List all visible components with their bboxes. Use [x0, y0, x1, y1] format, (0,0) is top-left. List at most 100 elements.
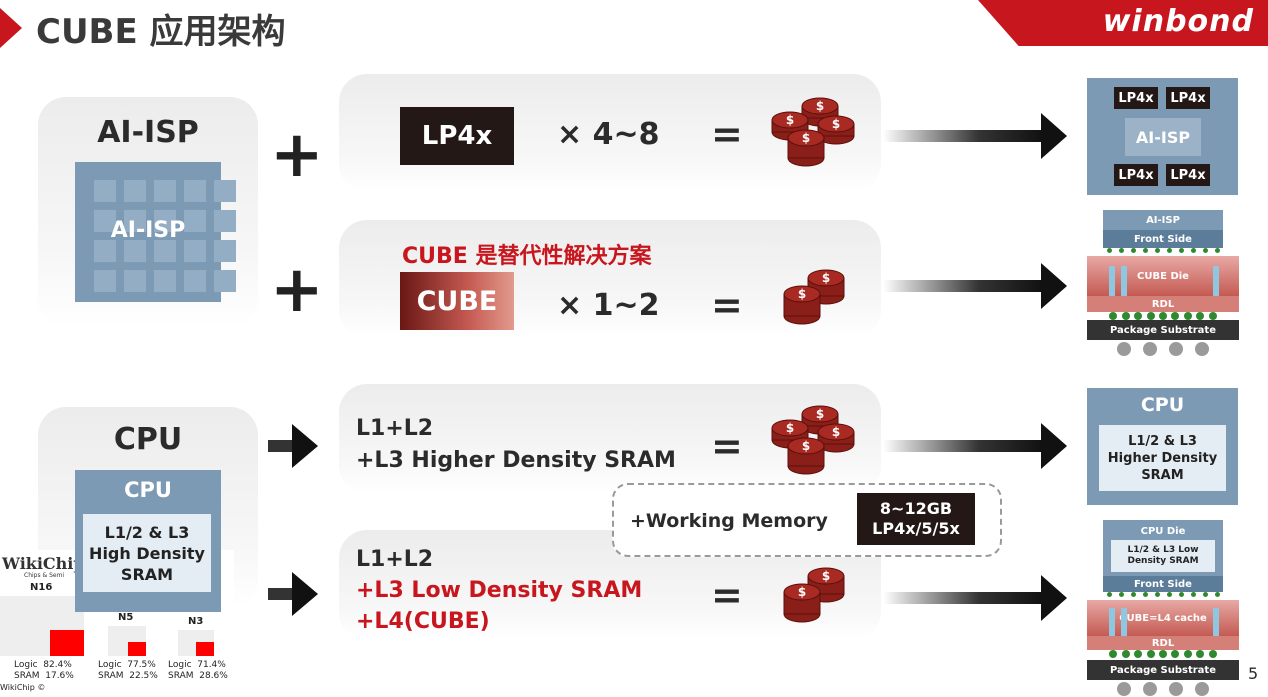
row4-line1: L1+L2	[356, 547, 434, 572]
arrow-row1-head	[1041, 113, 1067, 159]
wikichip-copyright: WikiChip ©	[0, 683, 46, 692]
cpu-die-block: CPU Die L1/2 & L3 Low Density SRAM	[1103, 520, 1223, 578]
ai-isp-chip: AI-ISP	[75, 162, 236, 302]
micro-bumps-top	[1103, 248, 1223, 254]
node-label-n3: N3	[188, 616, 204, 627]
cpu-result-line1: L1/2 & L3	[1128, 433, 1197, 449]
svg-text:$: $	[816, 99, 824, 113]
svg-text:$: $	[822, 271, 830, 285]
n16-sram: SRAM 17.6%	[14, 671, 74, 681]
arrow-row4-bar	[883, 592, 1043, 604]
cube-headline: CUBE 是替代性解决方案	[402, 244, 652, 269]
ai-isp-label: AI-ISP	[97, 115, 199, 150]
arrow-row2-bar	[883, 280, 1043, 292]
multiplier-4-8: × 4~8	[557, 117, 660, 152]
row3-line1: L1+L2	[356, 416, 434, 441]
ai-isp-lp4x-package: LP4x LP4x AI-ISP LP4x LP4x	[1087, 78, 1238, 195]
node-label-n5: N5	[118, 612, 134, 623]
equals-2: =	[711, 283, 743, 327]
cpu-die-sram-line2: Density SRAM	[1127, 556, 1199, 566]
svg-text:$: $	[832, 117, 840, 131]
solder-bumps-4	[1107, 650, 1219, 658]
cpu-sram-line2-overlay: High Density	[89, 543, 205, 563]
stack-ai-isp: AI-ISP	[1103, 210, 1223, 230]
equals-1: =	[711, 112, 743, 156]
micro-bumps-top-4	[1103, 592, 1223, 598]
ball-grid	[1111, 342, 1215, 356]
lp4x-block-4: LP4x	[1166, 164, 1210, 186]
cpu-chip-overlay: CPU L1/2 & L3 High Density SRAM	[75, 470, 221, 612]
money-stack-icon-large: $ $ $ $	[771, 97, 855, 167]
svg-text:$: $	[802, 131, 810, 145]
lp4x-box: LP4x	[400, 107, 514, 165]
tsv4-pillar-left-2	[1121, 608, 1127, 636]
cpu-result-title: CPU	[1140, 394, 1185, 416]
stack-rdl: RDL	[1087, 296, 1239, 312]
arrow-cpu-row3	[268, 424, 318, 468]
money-stack-icon-small: $$	[783, 269, 845, 325]
lp4x-block-3: LP4x	[1114, 164, 1158, 186]
cpu-sram-line3-overlay: SRAM	[120, 564, 174, 584]
ball-grid-4	[1111, 682, 1215, 696]
stack-package-substrate: Package Substrate	[1087, 320, 1239, 340]
cpu-chip-title-overlay: CPU	[124, 478, 172, 502]
cube-box: CUBE	[400, 272, 514, 330]
svg-text:$: $	[822, 569, 830, 583]
lp4x-block-2: LP4x	[1166, 87, 1210, 109]
cpu-sram-line1-overlay: L1/2 & L3	[104, 522, 190, 542]
cpu-die-title: CPU Die	[1140, 526, 1186, 537]
row3-line2: +L3 Higher Density SRAM	[356, 448, 676, 473]
stack4-rdl: RDL	[1087, 636, 1239, 650]
arrow-row3-bar	[883, 440, 1043, 452]
svg-text:$: $	[832, 425, 840, 439]
svg-text:$: $	[816, 407, 824, 421]
arrow-cpu-row4	[268, 572, 318, 616]
tsv-pillar-left-2	[1121, 266, 1127, 296]
chip-grid	[94, 180, 236, 292]
equals-3: =	[711, 424, 743, 468]
cpu-label: CPU	[113, 422, 183, 457]
cpu-result-line3: SRAM	[1141, 467, 1184, 483]
stack-front-side: Front Side	[1103, 230, 1223, 248]
lp4x-block-1: LP4x	[1114, 87, 1158, 109]
tsv4-pillar-right	[1213, 608, 1219, 636]
arrow-row3-head	[1041, 423, 1067, 469]
cpu-result-chip: CPU L1/2 & L3 Higher Density SRAM	[1087, 388, 1238, 505]
sram-bar-n16	[50, 630, 84, 656]
arrow-row1-bar	[883, 130, 1043, 142]
logo-band	[978, 0, 1268, 46]
wikichip-brand: WikiChip	[2, 554, 85, 573]
winbond-logo: winbond	[1102, 4, 1254, 39]
n16-logic: Logic 82.4%	[14, 660, 72, 670]
svg-text:$: $	[786, 421, 794, 435]
stack4-front-side: Front Side	[1103, 576, 1223, 592]
n3-logic: Logic 71.4%	[168, 660, 226, 670]
tsv-pillar-left	[1109, 266, 1115, 296]
cpu-result-sram: L1/2 & L3 Higher Density SRAM	[1099, 425, 1226, 491]
equals-4: =	[711, 573, 743, 617]
badge-capacity: 8~12GB	[879, 499, 953, 518]
multiplier-1-2: × 1~2	[557, 288, 660, 323]
money-stack-icon-large-row3: $ $ $ $	[771, 405, 855, 475]
money-stack-icon-small-row4: $$	[783, 567, 845, 623]
cpu-die-sram: L1/2 & L3 Low Density SRAM	[1111, 540, 1215, 572]
n5-logic: Logic 77.5%	[98, 660, 156, 670]
wikichip-tagline: Chips & Semi	[24, 572, 65, 579]
solder-bumps	[1107, 312, 1219, 320]
ai-isp-result-label: AI-ISP	[1125, 118, 1201, 156]
sram-bar-n5	[128, 642, 146, 656]
working-memory-label: +Working Memory	[630, 510, 828, 532]
arrow-row4-head	[1041, 575, 1067, 621]
cpu-cube-stack-diagram: CPU Die L1/2 & L3 Low Density SRAM Front…	[1087, 518, 1239, 696]
cube-stack-diagram: AI-ISP Front Side CUBE Die RDL Package S…	[1087, 208, 1239, 358]
n5-sram: SRAM 22.5%	[98, 671, 158, 681]
tsv-pillar-right	[1213, 266, 1219, 296]
svg-text:$: $	[786, 113, 794, 127]
stack4-package-substrate: Package Substrate	[1087, 660, 1239, 680]
svg-text:$: $	[802, 439, 810, 453]
cpu-sram-block-overlay: L1/2 & L3 High Density SRAM	[83, 514, 211, 592]
plus-sign-1: +	[270, 118, 324, 192]
plus-sign-2: +	[270, 253, 324, 327]
wikichip-chart: WikiChip Chips & Semi N16 N5 N3 Logic 82…	[0, 550, 234, 695]
svg-text:$: $	[798, 287, 806, 301]
